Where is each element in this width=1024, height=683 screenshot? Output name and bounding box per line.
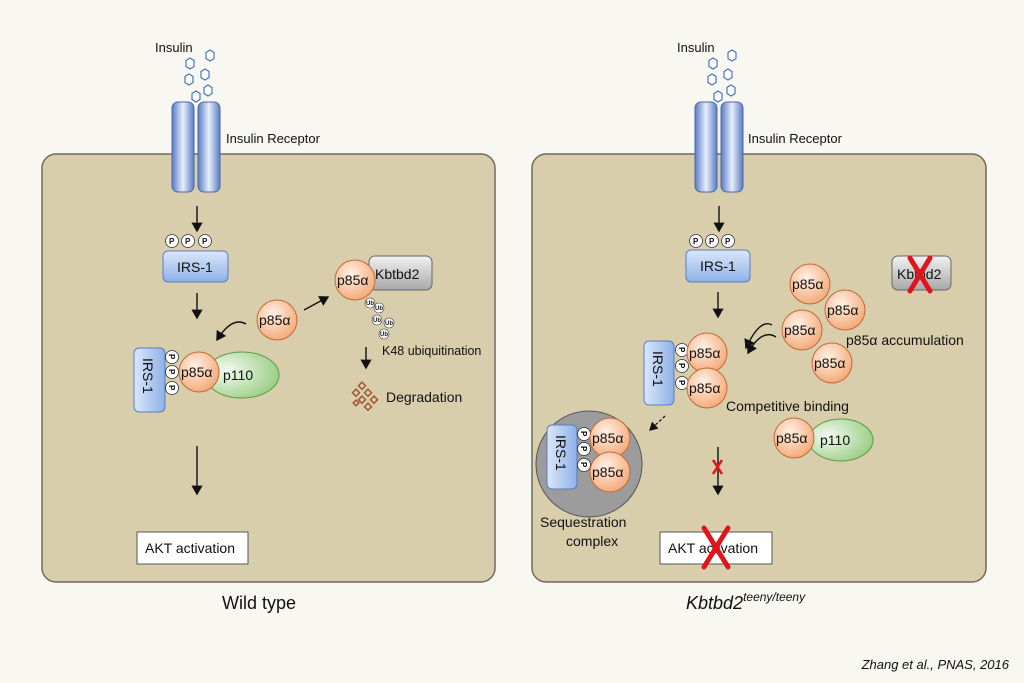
insulin-receptor-label: Insulin Receptor bbox=[748, 131, 843, 146]
curved-arrow bbox=[747, 333, 777, 355]
p85-label: p85α bbox=[259, 312, 290, 328]
p85-label: p85α bbox=[689, 380, 720, 396]
insulin-receptor bbox=[694, 101, 744, 193]
insulin-label: Insulin bbox=[677, 40, 715, 55]
caption-wild-type: Wild type bbox=[222, 593, 296, 613]
kbtbd2-label: Kbtbd2 bbox=[375, 266, 420, 282]
svg-text:p85α: p85α bbox=[784, 322, 815, 338]
dashed-arrow bbox=[649, 415, 666, 431]
blocked-x-icon bbox=[711, 459, 724, 475]
svg-text:P: P bbox=[167, 369, 176, 375]
p85-circle bbox=[334, 259, 376, 301]
svg-text:p85α: p85α bbox=[792, 276, 823, 292]
p85-circle bbox=[589, 451, 631, 493]
svg-text:p85α: p85α bbox=[827, 302, 858, 318]
p85-circle bbox=[178, 351, 220, 393]
svg-text:P: P bbox=[579, 431, 588, 437]
svg-text:P: P bbox=[167, 354, 176, 360]
irs1-label-vertical: IRS-1 bbox=[140, 358, 156, 394]
svg-text:P: P bbox=[709, 237, 715, 246]
caption-kbtbd2-teeny: Kbtbd2teeny/teeny bbox=[686, 590, 806, 613]
p85-accumulation-label: p85α accumulation bbox=[846, 332, 964, 348]
phosphate-icons: P P P bbox=[577, 427, 591, 472]
p85-circle bbox=[686, 367, 728, 409]
irs1-box-vertical bbox=[643, 340, 675, 406]
irs1-box-vertical bbox=[133, 347, 166, 413]
svg-text:Ub: Ub bbox=[366, 301, 374, 307]
insulin-receptor bbox=[171, 101, 221, 193]
curved-arrow bbox=[216, 321, 247, 342]
svg-text:P: P bbox=[693, 237, 699, 246]
p110-label: p110 bbox=[820, 432, 850, 448]
p85-circle bbox=[773, 417, 815, 459]
degradation-label: Degradation bbox=[386, 389, 462, 405]
phosphate-icons: P P P bbox=[165, 350, 179, 395]
p85-label: p85α bbox=[181, 364, 212, 380]
citation: Zhang et al., PNAS, 2016 bbox=[861, 657, 1010, 672]
svg-text:Ub: Ub bbox=[385, 321, 393, 327]
svg-text:p85α: p85α bbox=[814, 355, 845, 371]
irs1-label-vertical: IRS-1 bbox=[650, 351, 666, 387]
svg-text:P: P bbox=[579, 446, 588, 452]
svg-text:P: P bbox=[167, 385, 176, 391]
sequestration-label-2: complex bbox=[566, 533, 618, 549]
irs1-box bbox=[685, 249, 751, 283]
svg-text:P: P bbox=[677, 347, 686, 353]
insulin-receptor-label: Insulin Receptor bbox=[226, 131, 321, 146]
akt-blocked-x-icon bbox=[701, 525, 731, 570]
svg-text:P: P bbox=[579, 462, 588, 468]
svg-text:Ub: Ub bbox=[380, 332, 388, 338]
akt-activation-box bbox=[659, 531, 773, 565]
sequestration-label: Sequestration bbox=[540, 514, 626, 530]
phosphate-icons: P P P bbox=[675, 343, 689, 390]
insulin-molecules-icon bbox=[707, 49, 737, 103]
irs1-box-vertical bbox=[546, 424, 578, 490]
svg-text:Ub: Ub bbox=[375, 306, 383, 312]
svg-text:P: P bbox=[677, 380, 686, 386]
p85-label: p85α bbox=[689, 345, 720, 361]
irs1-box bbox=[162, 250, 229, 283]
akt-activation-box bbox=[136, 531, 249, 565]
p85-label: p85α bbox=[337, 272, 368, 288]
cell-kbtbd2-mutant bbox=[531, 153, 987, 583]
svg-text:P: P bbox=[725, 237, 731, 246]
akt-activation-label: AKT activation bbox=[145, 540, 235, 556]
svg-text:P: P bbox=[185, 237, 191, 246]
degradation-fragments-icon bbox=[351, 381, 379, 412]
insulin-molecules-icon bbox=[184, 49, 215, 103]
svg-text:P: P bbox=[677, 363, 686, 369]
svg-text:P: P bbox=[202, 237, 208, 246]
irs1-label-vertical: IRS-1 bbox=[553, 435, 569, 471]
irs1-label: IRS-1 bbox=[700, 258, 736, 274]
p85-label: p85α bbox=[592, 430, 623, 446]
deleted-x-icon bbox=[907, 255, 933, 294]
arrow bbox=[303, 296, 330, 311]
p85-label: p85α bbox=[592, 464, 623, 480]
insulin-label: Insulin bbox=[155, 40, 193, 55]
p110-label: p110 bbox=[223, 367, 253, 383]
competitive-binding-label: Competitive binding bbox=[726, 398, 849, 414]
k48-ubiquitination-label: K48 ubiquitination bbox=[382, 344, 481, 358]
p85-label: p85α bbox=[776, 430, 807, 446]
irs1-label: IRS-1 bbox=[177, 259, 213, 275]
svg-text:P: P bbox=[169, 237, 175, 246]
p85-circle bbox=[256, 299, 298, 341]
svg-text:Ub: Ub bbox=[373, 318, 381, 324]
p85-accumulation-cluster: p85α p85α p85α p85α bbox=[781, 263, 866, 384]
